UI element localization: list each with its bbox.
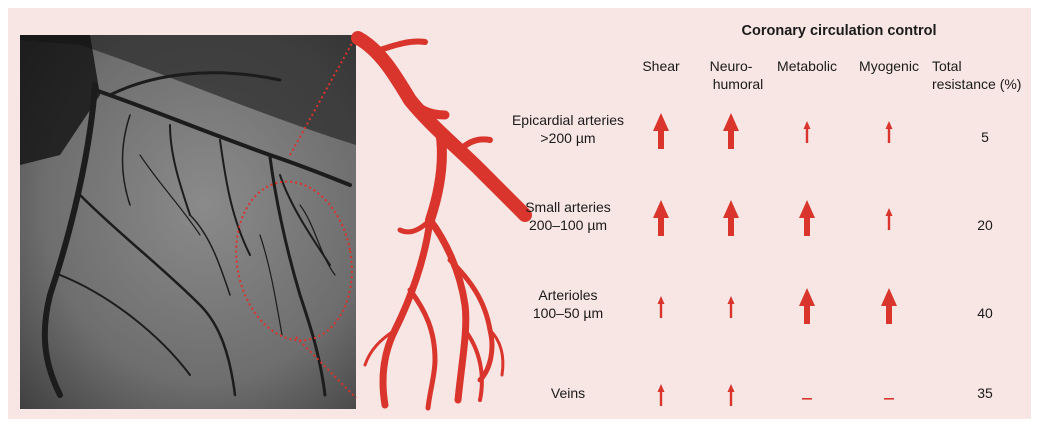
large-up-arrow-icon (649, 198, 673, 238)
small-up-arrow-icon (649, 286, 673, 326)
small-up-arrow-icon (649, 374, 673, 414)
column-header-shear: Shear (642, 58, 679, 75)
total-value-veins: 35 (977, 385, 993, 402)
small-up-arrow-icon (795, 111, 819, 151)
column-header-neurohumoral-line2: humoral (713, 76, 764, 93)
small-up-arrow-icon (877, 111, 901, 151)
row-label-epicardial-line2: >200 µm (540, 130, 595, 147)
dash-icon (877, 374, 901, 414)
column-header-metabolic: Metabolic (777, 58, 837, 75)
large-up-arrow-icon (795, 198, 819, 238)
small-up-arrow-icon (877, 198, 901, 238)
total-value-arterioles: 40 (977, 305, 993, 322)
diagram-title: Coronary circulation control (742, 23, 937, 40)
small-up-arrow-icon (719, 286, 743, 326)
row-label-small-arteries-line2: 200–100 µm (529, 217, 607, 234)
large-up-arrow-icon (719, 111, 743, 151)
row-label-veins: Veins (551, 385, 585, 402)
row-label-arterioles-line1: Arterioles (538, 287, 597, 304)
column-header-myogenic: Myogenic (859, 58, 919, 75)
large-up-arrow-icon (877, 286, 901, 326)
column-header-total-line1: Total (932, 58, 962, 75)
large-up-arrow-icon (795, 286, 819, 326)
small-up-arrow-icon (719, 374, 743, 414)
row-label-small-arteries-line1: Small arteries (525, 199, 611, 216)
row-label-epicardial-line1: Epicardial arteries (512, 112, 624, 129)
large-up-arrow-icon (719, 198, 743, 238)
total-value-epicardial: 5 (981, 129, 989, 146)
column-header-neurohumoral-line1: Neuro- (710, 58, 753, 75)
row-label-arterioles-line2: 100–50 µm (533, 305, 603, 322)
column-header-total-line2: resistance (%) (932, 76, 1021, 93)
vessel-tree-illustration (350, 30, 540, 415)
large-up-arrow-icon (649, 111, 673, 151)
dash-icon (795, 374, 819, 414)
total-value-small-arteries: 20 (977, 217, 993, 234)
